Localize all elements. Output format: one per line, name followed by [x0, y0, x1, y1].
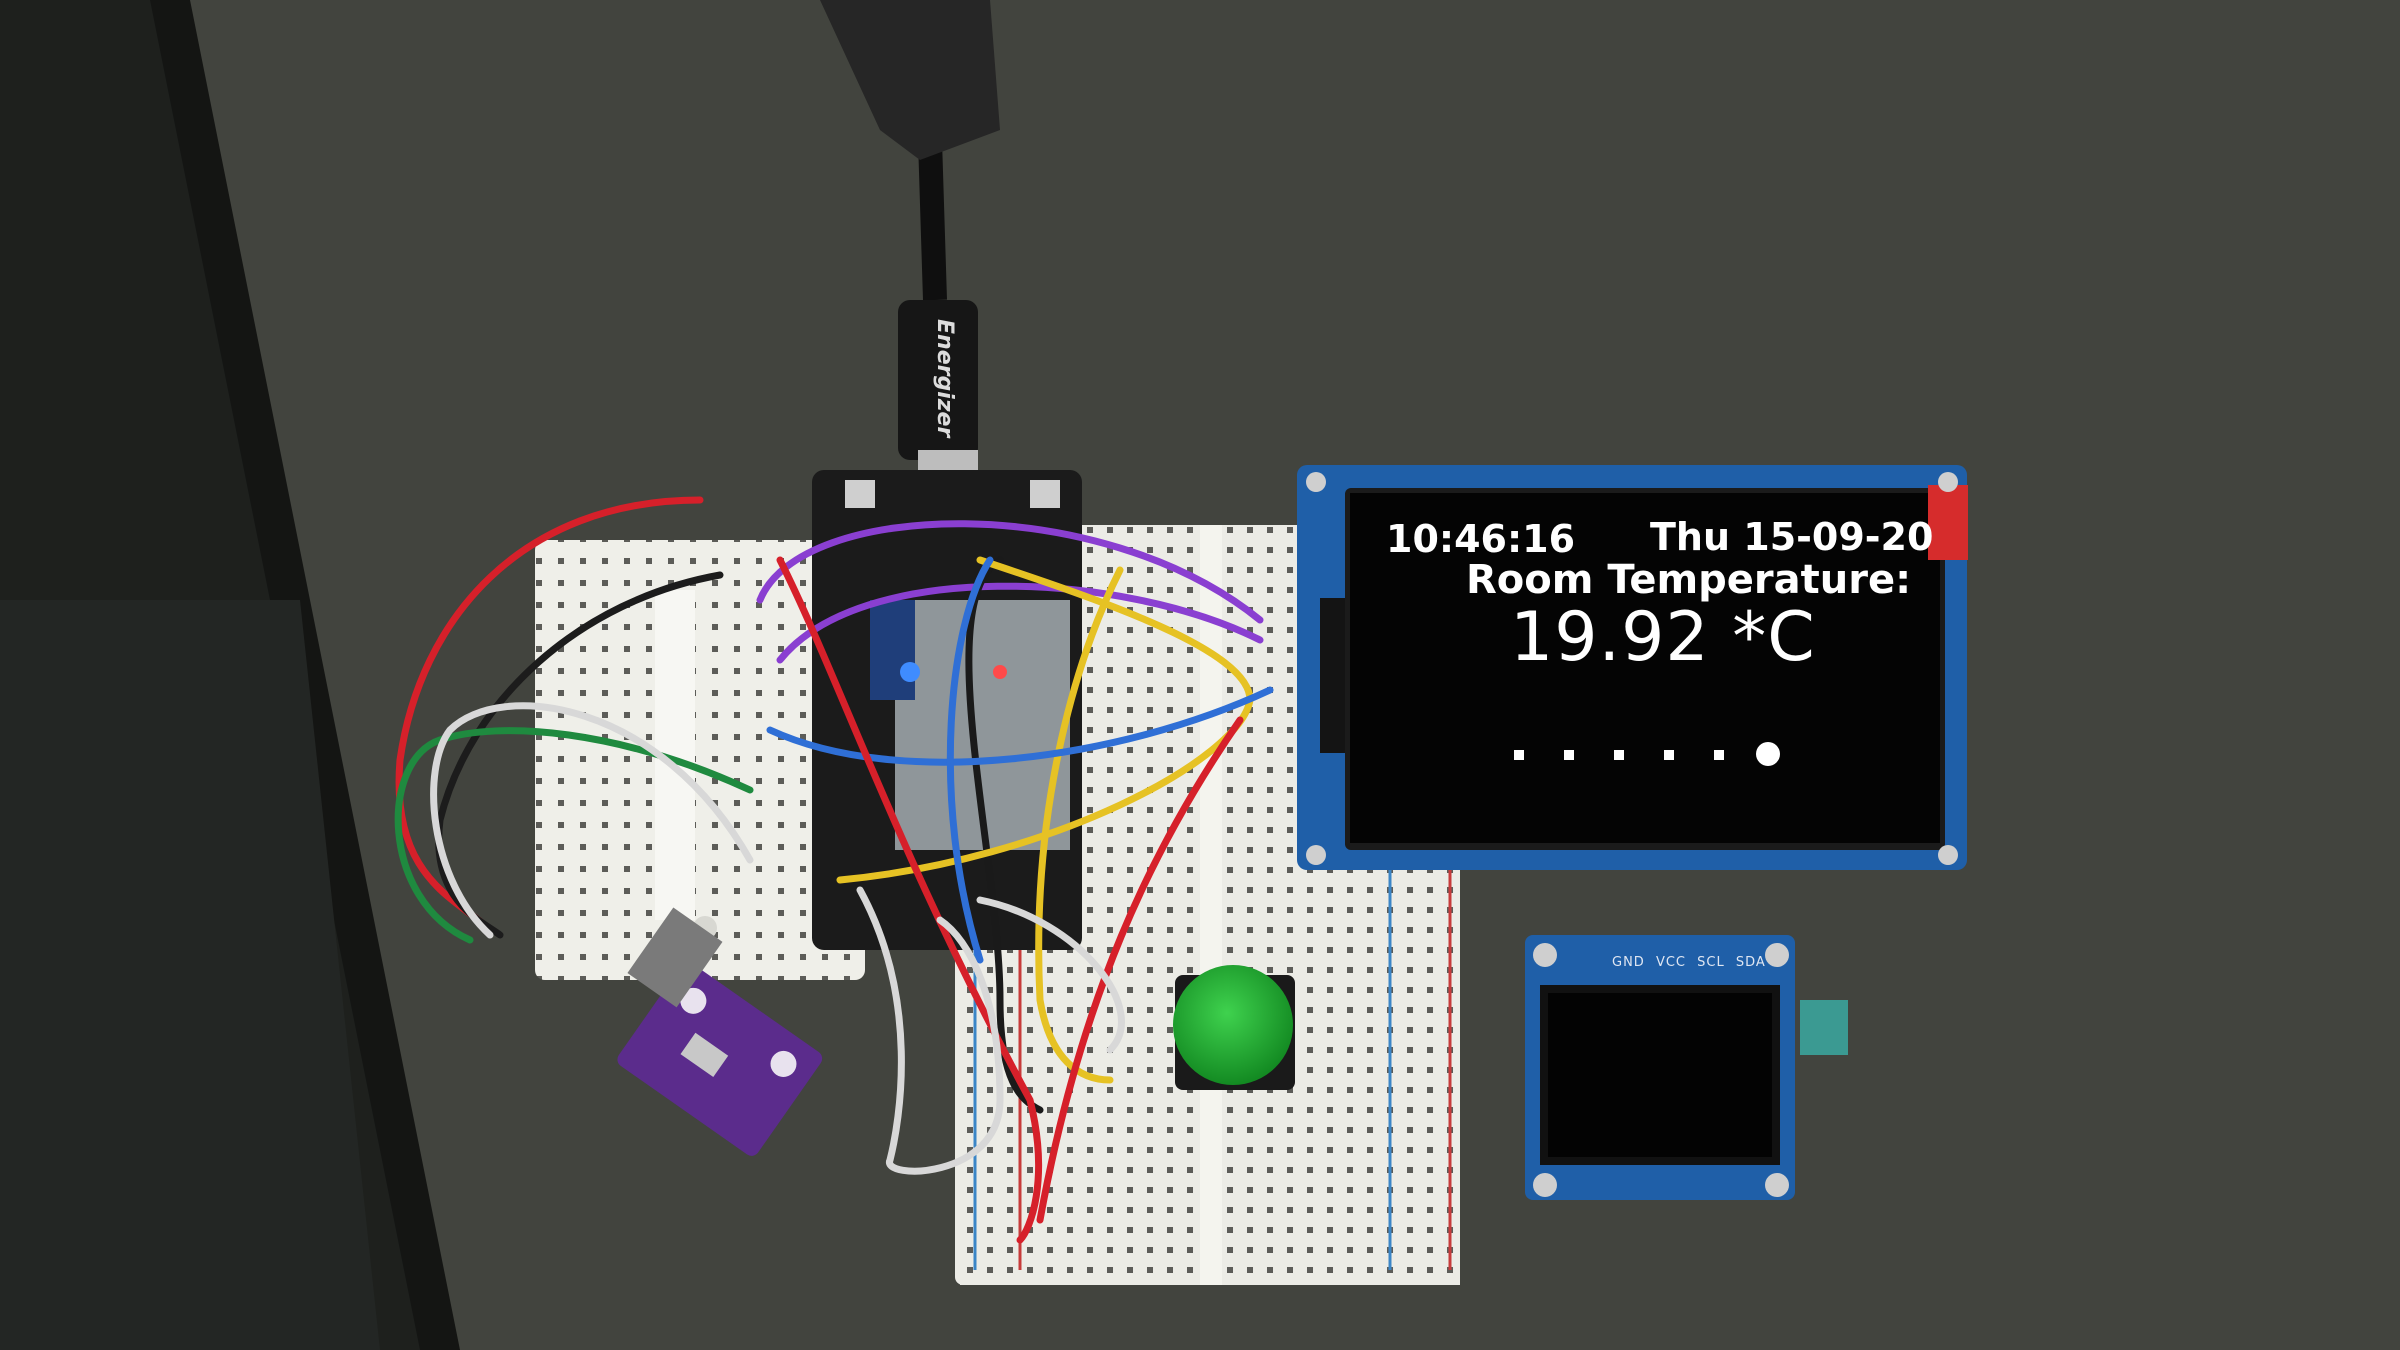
- sensor-module-icon: [617, 907, 823, 1156]
- small-oled-pin-labels: GND VCC SCL SDA: [1612, 955, 1772, 970]
- pin-vcc: VCC: [1655, 955, 1687, 970]
- cable-brand-label: Energizer: [932, 318, 957, 438]
- pin-gnd: GND: [1612, 955, 1645, 970]
- pin-scl: SCL: [1697, 955, 1725, 970]
- push-button-icon: [1173, 965, 1295, 1090]
- carpet: [0, 600, 380, 1350]
- oled-page-indicator: [1514, 742, 1780, 766]
- oled-title: Room Temperature:: [1466, 557, 1912, 603]
- oled-temperature-value: 19.92 *C: [1510, 598, 1816, 677]
- oled-time: 10:46:16: [1386, 517, 1576, 561]
- small-oled-module: [1525, 935, 1848, 1200]
- pin-sda: SDA: [1735, 955, 1766, 970]
- large-oled-module: [1297, 465, 1968, 870]
- esp32-board-icon: [812, 470, 1082, 950]
- oled-date: Thu 15-09-20: [1650, 515, 1934, 559]
- jumper-wires: [394, 496, 1274, 1244]
- mini-breadboard: [535, 540, 865, 980]
